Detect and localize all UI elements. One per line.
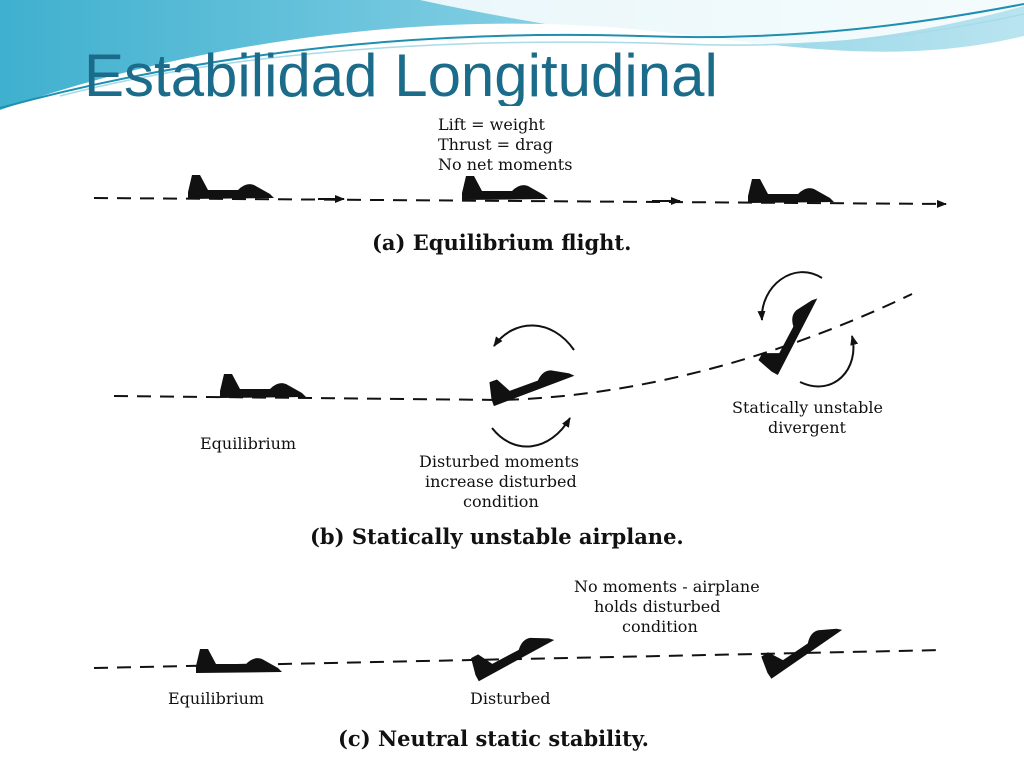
- panel-a-airplane-2: [462, 176, 548, 200]
- header-wave-line-2: [59, 13, 1024, 97]
- panel-c-caption: (c) Neutral static stability.: [338, 726, 649, 751]
- panel-c: No moments - airplane holds disturbed co…: [93, 577, 945, 751]
- panel-b-moment-arrow-top: [493, 324, 575, 351]
- diagram-svg: Lift = weight Thrust = drag No net momen…: [93, 115, 947, 751]
- panel-c-airplane-disturbed-2: [757, 610, 843, 679]
- panel-c-note-line-3: condition: [622, 617, 698, 636]
- header-wave-line: [0, 3, 1024, 109]
- panel-b-disturbed-line-1: Disturbed moments: [419, 452, 579, 471]
- panel-b-disturbed-line-3: condition: [463, 492, 539, 511]
- panel-b-moment-arrow-bottom: [491, 417, 571, 448]
- panel-c-note-line-2: holds disturbed: [594, 597, 721, 616]
- panel-b-equilibrium-label: Equilibrium: [200, 434, 296, 453]
- panel-a-caption: (a) Equilibrium flight.: [372, 230, 631, 255]
- panel-c-equilibrium-label: Equilibrium: [168, 689, 264, 708]
- header-wave-white-swoosh: [420, 0, 1024, 46]
- panel-b-airplane-divergent: [756, 287, 819, 375]
- panel-a-note-line-1: Lift = weight: [438, 115, 546, 134]
- panel-b-divergent-arrow-top: [757, 271, 823, 321]
- panel-c-note-line-1: No moments - airplane: [574, 577, 760, 596]
- panel-b-airplane-equilibrium: [220, 374, 306, 398]
- slide-title: Estabilidad Longitudinal: [84, 42, 718, 109]
- panel-b-caption: (b) Statically unstable airplane.: [310, 524, 684, 549]
- panel-a-note-line-3: No net moments: [438, 155, 572, 174]
- panel-b-unstable-line-1: Statically unstable: [732, 398, 883, 417]
- panel-b-divergent-arrow-bottom: [799, 335, 859, 388]
- panel-b-disturbed-line-2: increase disturbed: [425, 472, 577, 491]
- panel-c-airplane-disturbed: [467, 619, 555, 682]
- panel-c-airplane-equilibrium: [196, 649, 282, 673]
- panel-a-flight-path: [93, 197, 947, 208]
- panel-a-airplane-3: [748, 179, 834, 203]
- panel-a: Lift = weight Thrust = drag No net momen…: [93, 115, 947, 255]
- panel-b: Equilibrium Disturbed moments increase d…: [113, 271, 913, 549]
- panel-a-note-line-2: Thrust = drag: [438, 135, 553, 154]
- panel-c-disturbed-label: Disturbed: [470, 689, 551, 708]
- panel-b-unstable-line-2: divergent: [768, 418, 847, 437]
- panel-a-airplane-1: [188, 175, 274, 199]
- stability-diagram: Lift = weight Thrust = drag No net momen…: [82, 106, 952, 768]
